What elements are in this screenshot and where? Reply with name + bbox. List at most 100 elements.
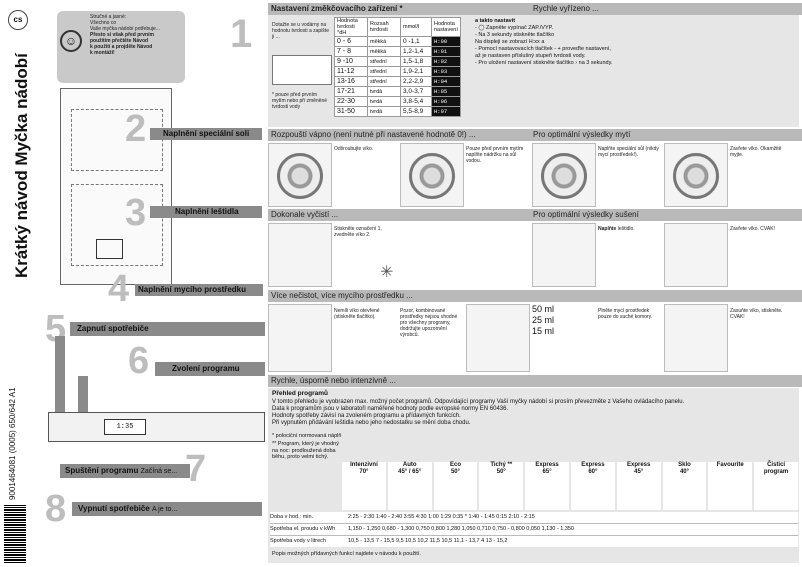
table-row: Doba v hod.: min.2:25 - 2:30 1:40 - 2:40… xyxy=(270,512,798,524)
step-4-label: Naplnění mycího prostředku xyxy=(138,285,247,294)
step-8-bar xyxy=(72,502,262,516)
table-header-cell: Hodnota tvrdosti °dH xyxy=(334,17,368,37)
step-number-1: 1 xyxy=(230,12,253,56)
salt-text-4: Zavřete víko. Okamžitě myjte. xyxy=(730,146,782,158)
rinse-text-2: Naplňte leštidlo. xyxy=(598,226,635,232)
rinse-text-1: Stiskněte označení 1, zvedněte víko 2. xyxy=(334,226,382,238)
step-5-connector xyxy=(55,336,65,416)
softener-header: Nastavení změkčovacího zařízení * xyxy=(268,3,531,15)
control-panel-display: 1:35 xyxy=(104,419,146,435)
rinse-fill-image xyxy=(532,223,596,287)
step-number-4: 4 xyxy=(108,268,130,310)
dishwasher-illustration xyxy=(60,88,172,285)
step-number-2: 2 xyxy=(125,108,147,150)
step-3-bar xyxy=(150,206,262,218)
salt-header: Rozpouští vápno (není nutné při nastaven… xyxy=(268,129,531,141)
program-column[interactable]: Favourite xyxy=(708,462,753,510)
salt-water-image xyxy=(400,143,464,207)
detergent-text-2: Pozor, kombinované prostředky nejsou vho… xyxy=(400,308,458,338)
detergent-text-4: Zasuňte víko, stiskněte. CVAK! xyxy=(730,308,783,320)
detergent-text-1: Nemíli víko otevřené (stiskněte tlačítko… xyxy=(334,308,380,320)
softener-header-right: Rychle vyřízeno ... xyxy=(530,3,802,15)
step-number-8: 8 xyxy=(45,488,67,530)
softener-note: * pouze před prvním mytím nebo při změně… xyxy=(272,92,328,110)
salt-text-1: Odšroubujte víko. xyxy=(334,146,374,152)
table-header-cell: Hodnota nastavení xyxy=(431,17,461,37)
rinse-open-image xyxy=(268,223,332,287)
table-header-cell: mmol/l xyxy=(400,17,432,37)
overview-title: Přehled programů xyxy=(272,390,328,397)
detergent-open-image xyxy=(268,304,332,372)
step-number-6: 6 xyxy=(128,340,150,382)
rinse-header-right: Pro optimální výsledky sušení xyxy=(530,209,802,221)
step-3-label: Naplnění leštidla xyxy=(175,207,239,216)
overview-body: V tomto přehledu je vyobrazen max. možný… xyxy=(272,399,685,426)
overview-header: Rychle, úsporně nebo intenzivně ... xyxy=(268,375,802,387)
overview-note-2: ** Program, který je vhodný na noc: prod… xyxy=(272,441,339,460)
step-4-bar xyxy=(135,284,263,296)
step-number-7: 7 xyxy=(185,448,207,490)
sparkle-icon: ✳ xyxy=(380,264,394,281)
document-title: Krátký návod Myčka nádobí xyxy=(12,53,31,278)
step-number-3: 3 xyxy=(125,192,147,234)
hardness-write-field[interactable] xyxy=(272,55,332,85)
step-5-bar xyxy=(70,322,265,336)
step-7-label: Spuštění programu Začíná se... xyxy=(65,466,178,475)
salt-fill-image xyxy=(532,143,596,207)
detergent-header: Více nečistot, více mycího prostředku ..… xyxy=(268,290,802,302)
program-data-table: Doba v hod.: min.2:25 - 2:30 1:40 - 2:40… xyxy=(270,512,798,547)
control-panel-illustration: 1:35 xyxy=(48,412,265,442)
step-8-label: Vypnutí spotřebiče A je to... xyxy=(78,504,178,513)
hardness-table-header: Hodnota tvrdosti °dH Rozsah tvrdosti mmo… xyxy=(334,17,461,37)
program-column[interactable]: Tichý **50° xyxy=(479,462,524,510)
hardness-table: Hodnota tvrdosti °dH Rozsah tvrdosti mmo… xyxy=(334,17,461,117)
smiley-icon: ☺ xyxy=(60,30,82,52)
step-5-label: Zapnutí spotřebiče xyxy=(77,324,149,333)
detergent-compartment-image xyxy=(466,304,530,372)
rinse-header: Dokonale vyčistí ... xyxy=(268,209,531,221)
detergent-close-image xyxy=(664,304,728,372)
rinse-close-image xyxy=(664,223,728,287)
barcode-image xyxy=(4,505,26,563)
detergent-text-3: Plněte mycí prostředek pouze do suché ko… xyxy=(598,308,653,320)
barcode-text: 9001464081 (0005) 650/642 A1 xyxy=(8,387,17,500)
rinse-text-3: Zavřete víko. CVAK! xyxy=(730,226,775,232)
step-7-bar xyxy=(60,464,190,478)
salt-cap-image xyxy=(268,143,332,207)
language-badge: cs xyxy=(8,10,28,30)
step-2-label: Naplnění speciální soli xyxy=(163,129,250,138)
softener-intro: Dotažte se u vodárny na hodnotu tvrdosti… xyxy=(272,22,329,40)
softener-instructions: a takto nastavit - ◯ Zapněte vypínač ZAP… xyxy=(475,18,613,66)
step-2-bar xyxy=(150,128,262,140)
step-6-bar xyxy=(155,362,265,376)
salt-text-2: Pouze před prvním mytím naplňte nádržku … xyxy=(466,146,524,164)
step-6-label: Zvolení programu xyxy=(172,364,240,373)
salt-text-3: Naplňte speciální sůl (nikdy mycí prostř… xyxy=(598,146,659,158)
salt-close-image xyxy=(664,143,728,207)
salt-header-right: Pro optimální výsledky mytí xyxy=(530,129,802,141)
table-header-cell: Rozsah tvrdosti xyxy=(367,17,401,37)
overview-note-1: * polociční normovaná náplň xyxy=(272,433,342,439)
overview-footer: Popis možných přídavných funkcí najdete … xyxy=(272,551,421,557)
